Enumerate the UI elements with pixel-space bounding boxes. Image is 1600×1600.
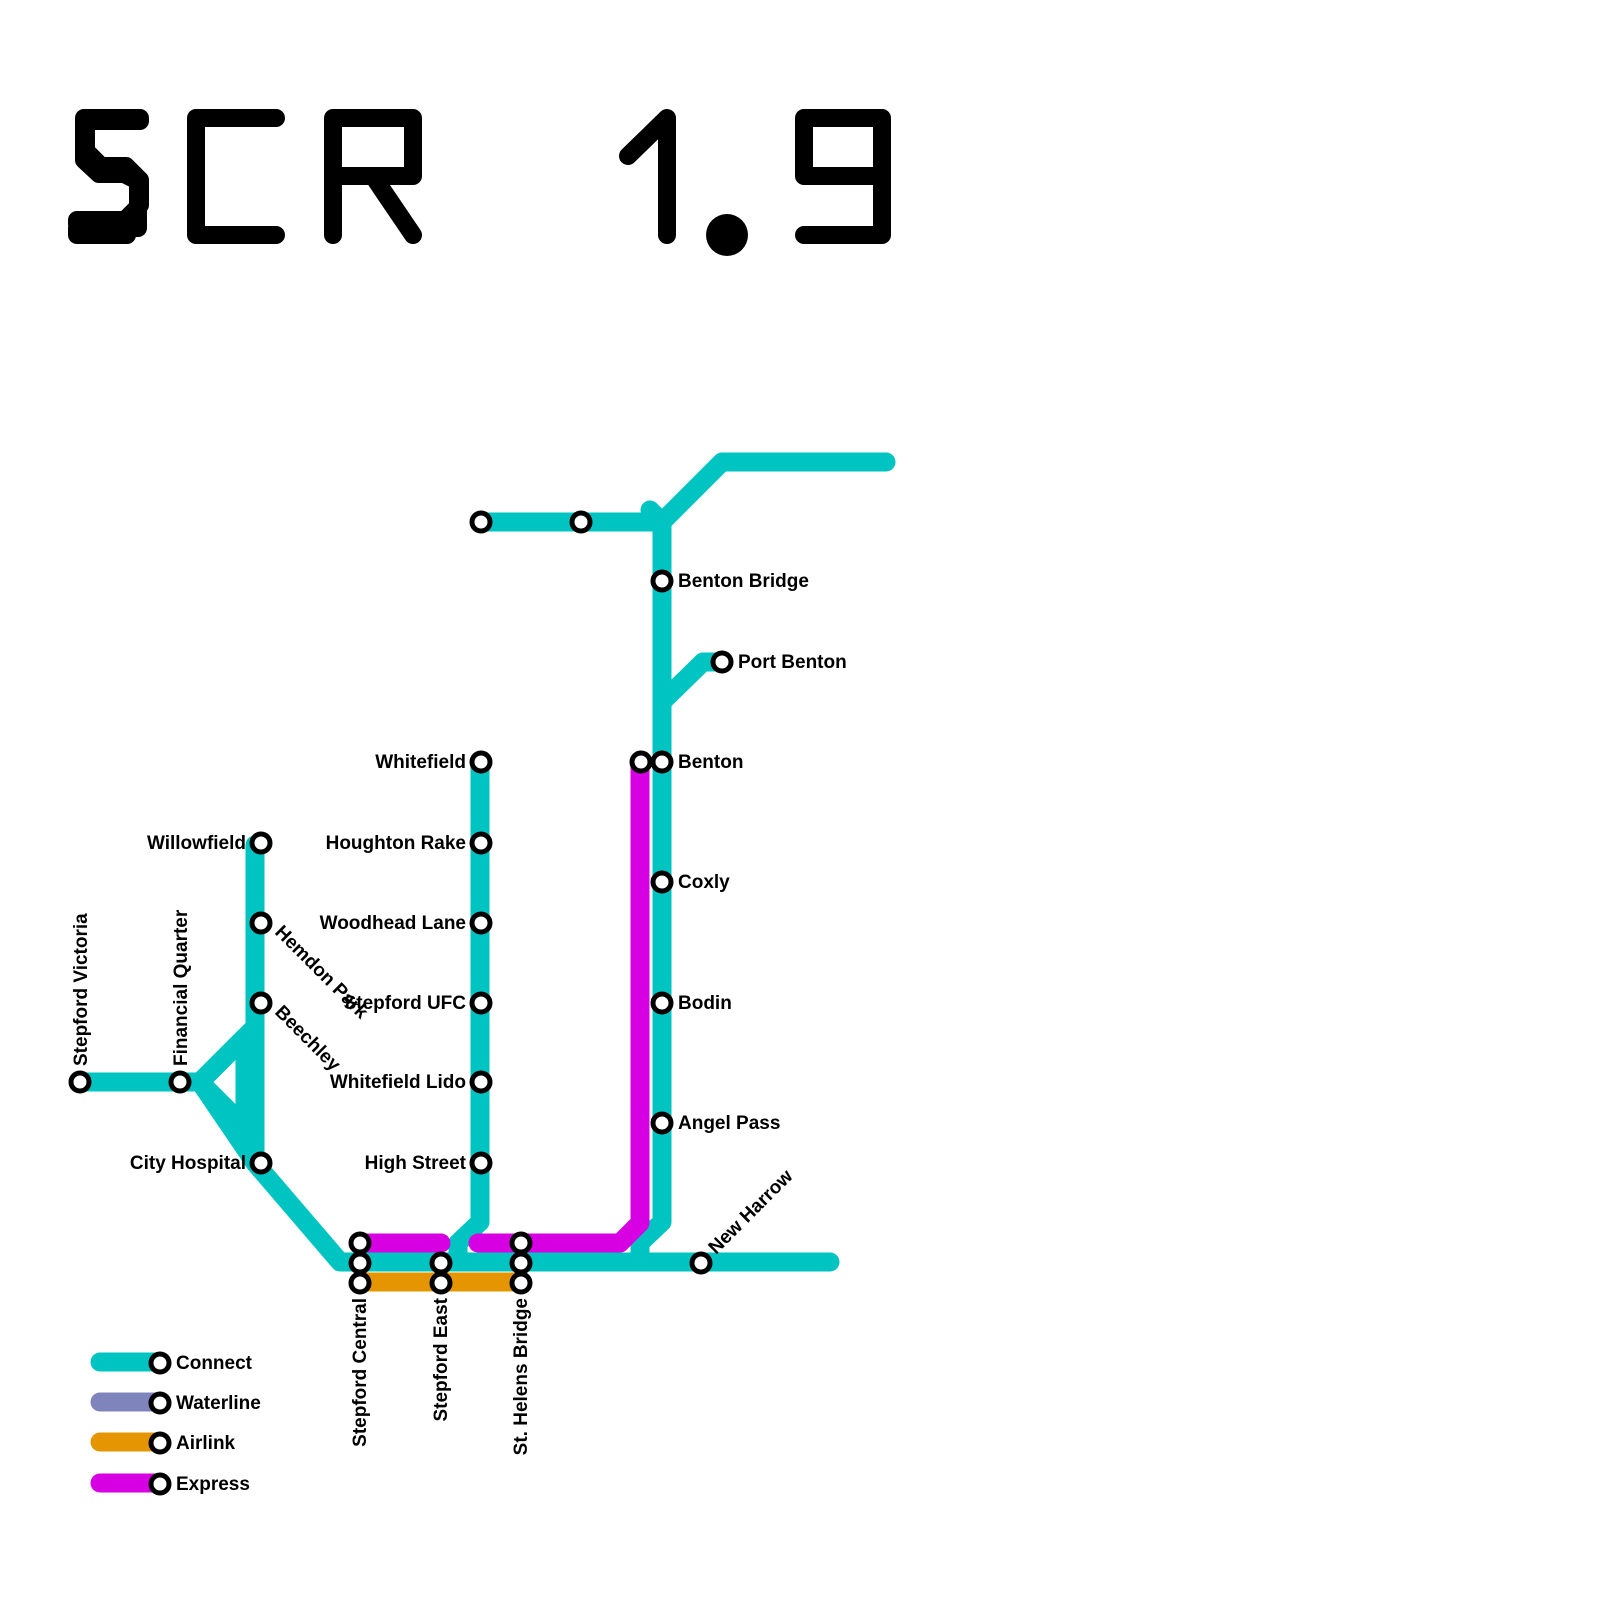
stop-benton-express[interactable] (629, 750, 653, 774)
legend: Connect Waterline Airlink Express (90, 1351, 261, 1496)
stop-benton-bridge[interactable] (650, 569, 674, 593)
stop-stepford-central-connect[interactable] (348, 1251, 372, 1275)
stop-st-helens-bridge-airlink[interactable] (509, 1271, 533, 1295)
stop-st-helens-bridge-connect[interactable] (509, 1251, 533, 1275)
label-angel-pass: Angel Pass (678, 1113, 780, 1134)
label-new-harrow: New Harrow (705, 1166, 798, 1259)
stop-coxly[interactable] (650, 870, 674, 894)
legend-item-airlink: Airlink (90, 1431, 236, 1455)
stop-angel-pass[interactable] (650, 1111, 674, 1135)
label-city-hospital: City Hospital (130, 1153, 246, 1174)
label-port-benton: Port Benton (738, 652, 847, 673)
legend-stop-waterline (148, 1391, 172, 1415)
stop-stepford-victoria[interactable] (68, 1070, 92, 1094)
legend-label-airlink: Airlink (176, 1433, 236, 1454)
stop-unlabeled-north-1[interactable] (469, 510, 493, 534)
label-st-helens-bridge: St. Helens Bridge (511, 1298, 532, 1455)
stop-houghton-rake[interactable] (469, 831, 493, 855)
map-title (68, 109, 891, 256)
legend-stop-connect (148, 1351, 172, 1375)
label-benton-bridge: Benton Bridge (678, 571, 809, 592)
connect-line-triangle (190, 1027, 255, 1137)
stop-new-harrow[interactable] (689, 1251, 713, 1275)
stop-benton[interactable] (650, 750, 674, 774)
legend-label-waterline: Waterline (176, 1393, 261, 1414)
label-stepford-ufc: Stepford UFC (344, 993, 467, 1014)
legend-stop-airlink (148, 1431, 172, 1455)
title-glyph-dot (706, 214, 748, 256)
legend-label-express: Express (176, 1474, 250, 1495)
label-high-street: High Street (365, 1153, 467, 1174)
legend-item-express: Express (90, 1472, 250, 1496)
label-woodhead-lane: Woodhead Lane (320, 913, 466, 934)
title-glyph-nine (795, 109, 891, 244)
stop-financial-quarter[interactable] (168, 1070, 192, 1094)
connect-line-west (70, 835, 840, 1272)
label-coxly: Coxly (678, 872, 730, 893)
label-financial-quarter: Financial Quarter (171, 909, 192, 1066)
stop-port-benton[interactable] (710, 650, 734, 674)
stop-woodhead-lane[interactable] (469, 911, 493, 935)
stop-beechley[interactable] (249, 991, 273, 1015)
stop-stepford-ufc[interactable] (469, 991, 493, 1015)
label-stepford-victoria: Stepford Victoria (71, 913, 92, 1066)
legend-item-waterline: Waterline (90, 1391, 261, 1415)
stop-unlabeled-north-2[interactable] (569, 510, 593, 534)
label-houghton-rake: Houghton Rake (326, 833, 466, 854)
stops (68, 510, 734, 1295)
stop-city-hospital[interactable] (249, 1151, 273, 1175)
label-whitefield-lido: Whitefield Lido (330, 1072, 466, 1093)
stop-hemdon-park[interactable] (249, 911, 273, 935)
label-bodin: Bodin (678, 993, 732, 1014)
stop-whitefield[interactable] (469, 750, 493, 774)
label-beechley: Beechley (270, 1002, 344, 1076)
legend-stop-express (148, 1472, 172, 1496)
label-whitefield: Whitefield (375, 752, 466, 773)
legend-item-connect: Connect (90, 1351, 253, 1375)
title-glyph-r (324, 109, 422, 244)
stop-willowfield[interactable] (249, 831, 273, 855)
stop-bodin[interactable] (650, 991, 674, 1015)
title-glyph-one (619, 109, 676, 244)
legend-label-connect: Connect (176, 1353, 253, 1374)
stop-stepford-east-connect[interactable] (429, 1251, 453, 1275)
stop-stepford-central-express[interactable] (348, 1231, 372, 1255)
connect-line-benton-trunk (470, 452, 896, 1272)
label-stepford-east: Stepford East (431, 1297, 452, 1421)
label-willowfield: Willowfield (147, 833, 246, 854)
station-labels: Stepford Victoria Financial Quarter Will… (71, 571, 847, 1455)
label-stepford-central: Stepford Central (350, 1298, 371, 1447)
title-glyph-c (187, 109, 285, 244)
stop-high-street[interactable] (469, 1151, 493, 1175)
title-glyph-s (68, 109, 149, 244)
label-benton: Benton (678, 752, 743, 773)
stop-st-helens-bridge-express[interactable] (509, 1231, 533, 1255)
stop-stepford-east-airlink[interactable] (429, 1271, 453, 1295)
stop-stepford-central-airlink[interactable] (348, 1271, 372, 1295)
stop-whitefield-lido[interactable] (469, 1070, 493, 1094)
express-line (350, 753, 650, 1253)
